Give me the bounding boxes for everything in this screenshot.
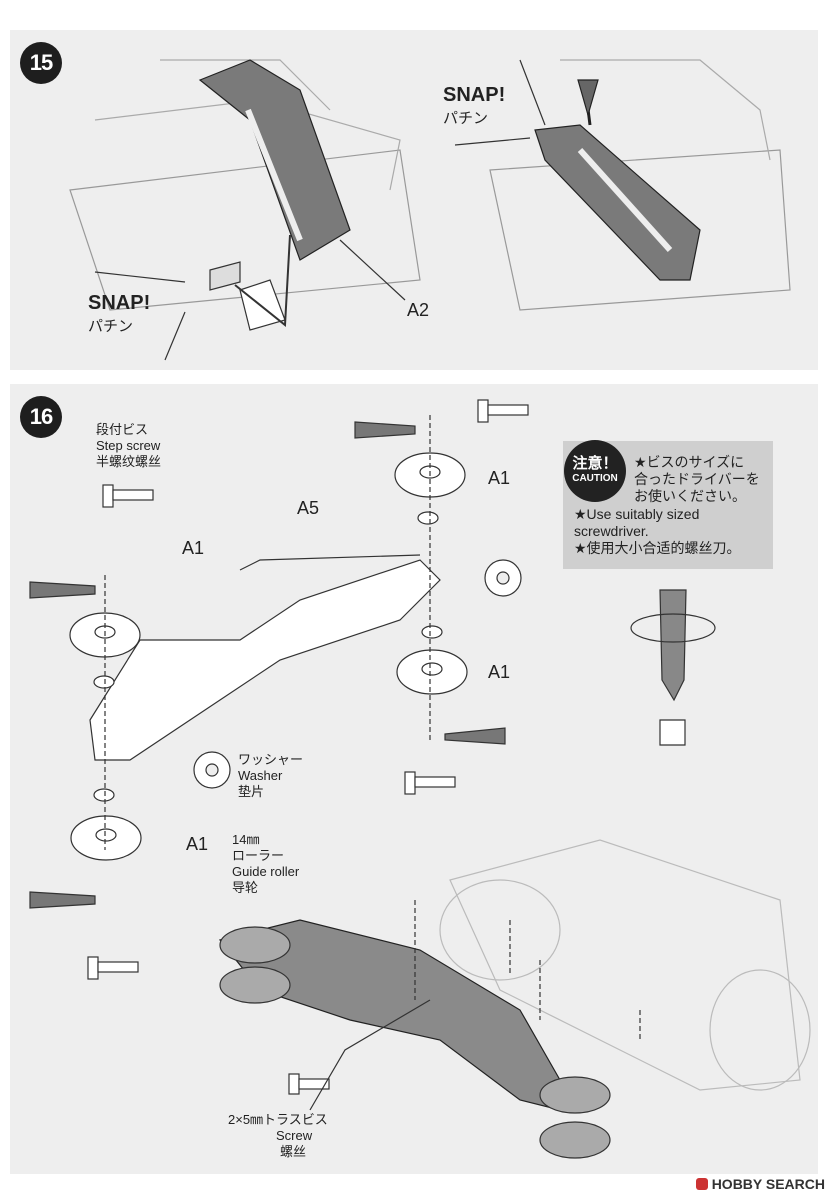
screwdriver-rotation-icon <box>659 589 687 702</box>
part-label-a2: A2 <box>407 300 430 320</box>
step-screw-label-jp: 段付ビス <box>96 422 149 437</box>
step-screw-label-en: Step screw <box>96 438 161 453</box>
part-a5-frame <box>89 559 441 761</box>
screw-label-jp: 2×5㎜トラスビス <box>228 1112 328 1127</box>
caution-line-3: お使いください。 <box>634 488 746 504</box>
roller-assembled-1 <box>219 926 291 964</box>
screw-label-en: Screw <box>276 1128 313 1143</box>
step-screw-sample <box>102 484 154 508</box>
washer-label-jp: ワッシャー <box>238 752 304 767</box>
caution-line-5: screwdriver. <box>574 523 649 539</box>
roller-assembled-2 <box>219 966 291 1004</box>
caution-badge: 注意！ CAUTION <box>564 440 626 502</box>
roller-bottom-right <box>396 649 468 695</box>
caution-line-6: ★使用大小合适的螺丝刀。 <box>574 540 741 556</box>
roller-assembled-4 <box>539 1121 611 1159</box>
caution-line-2: 合ったドライバーを <box>634 471 760 487</box>
washer-label-cn: 垫片 <box>238 784 265 799</box>
washer-left-1 <box>93 675 115 689</box>
washer-left-2 <box>93 788 115 802</box>
step-screw-sample-3 <box>404 771 456 795</box>
roller-label-en: Guide roller <box>232 864 300 879</box>
roller-size-label: 14㎜ <box>232 832 260 847</box>
snap-label-right-jp: パチン <box>443 110 489 127</box>
snap-label-left-jp: パチン <box>88 318 134 335</box>
chassis-left <box>69 149 421 311</box>
watermark: HOBBY SEARCH <box>695 1176 825 1192</box>
roller-label-cn: 导轮 <box>232 880 259 895</box>
caution-line-1: ★ビスのサイズに <box>634 454 745 470</box>
part-label-a1-1: A1 <box>182 538 205 558</box>
step-16-badge: 16 <box>20 396 62 438</box>
part-label-a5: A5 <box>297 498 320 518</box>
part-label-a1-4: A1 <box>186 834 209 854</box>
step-screw-label-cn: 半螺纹螺丝 <box>96 454 162 469</box>
part-label-a1-2: A1 <box>488 468 511 488</box>
screwdriver-icon <box>29 421 506 909</box>
step-screw-sample-2 <box>477 399 529 423</box>
part-label-a1-3: A1 <box>488 662 511 682</box>
caution-line-4: ★Use suitably sized <box>574 506 700 522</box>
chassis-bottom <box>449 839 801 1091</box>
snap-label-left: SNAP! <box>88 292 151 314</box>
part-a2-bracket <box>198 59 351 261</box>
press-arrow <box>577 79 599 118</box>
step-screw-sample-4 <box>87 956 139 980</box>
washer-label-en: Washer <box>238 768 283 783</box>
step-15-badge: 15 <box>20 42 62 84</box>
step-15-panel <box>10 30 818 370</box>
roller-label-jp: ローラー <box>232 848 285 863</box>
hobby-search-logo-icon <box>695 1178 708 1190</box>
snap-label-right: SNAP! <box>443 84 506 106</box>
part-a2-installed <box>534 124 701 281</box>
chassis-right <box>489 149 791 311</box>
screw-label-cn: 螺丝 <box>280 1144 307 1159</box>
roller-bottom-left <box>70 815 142 861</box>
roller-assembled-3 <box>539 1076 611 1114</box>
